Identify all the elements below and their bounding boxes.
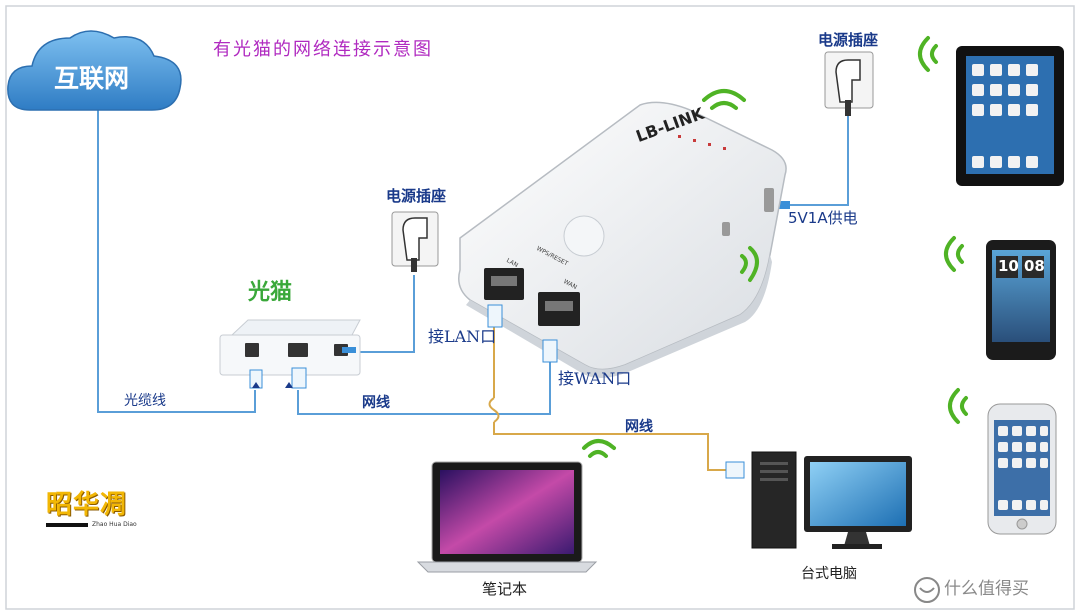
internet-label: 互联网 xyxy=(54,64,130,93)
tablet xyxy=(956,46,1064,186)
power-socket-left-label: 电源插座 xyxy=(386,187,447,205)
modem-label: 光猫 xyxy=(248,280,293,305)
laptop-label: 笔记本 xyxy=(482,580,528,598)
usb-plug-right xyxy=(776,201,790,209)
internet-cloud xyxy=(7,30,182,111)
frame-border xyxy=(5,5,1075,610)
power-socket-left xyxy=(391,211,439,272)
ethernet-plug-modem xyxy=(285,367,307,389)
power-cable-left xyxy=(360,275,415,353)
phone-clock-minute: 08 xyxy=(1024,257,1045,275)
desktop-computer xyxy=(751,451,912,549)
diagram-title: 有光猫的网络连接示意图 xyxy=(213,39,433,60)
lan-port-label: 接LAN口 xyxy=(428,327,497,346)
wifi-icon-phone-htc xyxy=(944,236,964,272)
watermark-left-name: 昭华凋 xyxy=(46,490,128,520)
ethernet-lan-desktop xyxy=(488,320,726,471)
wifi-icon-tablet xyxy=(918,36,938,72)
laptop xyxy=(416,461,598,573)
power-socket-right xyxy=(824,51,874,116)
wifi-icon-iphone xyxy=(948,388,968,424)
wireless-router xyxy=(458,101,787,378)
phone-clock-hour: 10 xyxy=(998,257,1019,275)
ethernet-modem-wan xyxy=(297,360,551,415)
cable-label-modem: 网线 xyxy=(362,395,390,411)
power-cable-right xyxy=(790,112,849,206)
wifi-icon-laptop xyxy=(582,439,616,458)
ethernet-plug-desktop xyxy=(725,461,745,479)
power-socket-right-label: 电源插座 xyxy=(818,31,879,49)
watermark-underline xyxy=(46,523,88,527)
power-spec-label: 5V1A供电 xyxy=(788,209,858,227)
watermark-right-text: 什么值得买 xyxy=(944,579,1029,599)
ethernet-plug-wan xyxy=(542,339,558,363)
ethernet-plug-lan xyxy=(487,304,503,328)
smartphone-htc xyxy=(986,240,1056,360)
fiber-cable-label: 光缆线 xyxy=(124,393,166,409)
smartphone-iphone xyxy=(987,403,1057,535)
smzdm-logo-icon xyxy=(914,577,940,603)
optical-modem xyxy=(219,319,361,376)
wifi-icon-router-top xyxy=(702,89,746,110)
watermark-left-sub: Zhao Hua Diao xyxy=(92,521,137,528)
fiber-cable xyxy=(97,110,256,413)
wan-port-label: 接WAN口 xyxy=(558,369,632,388)
wifi-icon-router-side xyxy=(740,246,759,282)
cable-label-desktop: 网线 xyxy=(625,419,653,435)
fiber-plug xyxy=(249,369,263,389)
desktop-label: 台式电脑 xyxy=(801,566,857,582)
